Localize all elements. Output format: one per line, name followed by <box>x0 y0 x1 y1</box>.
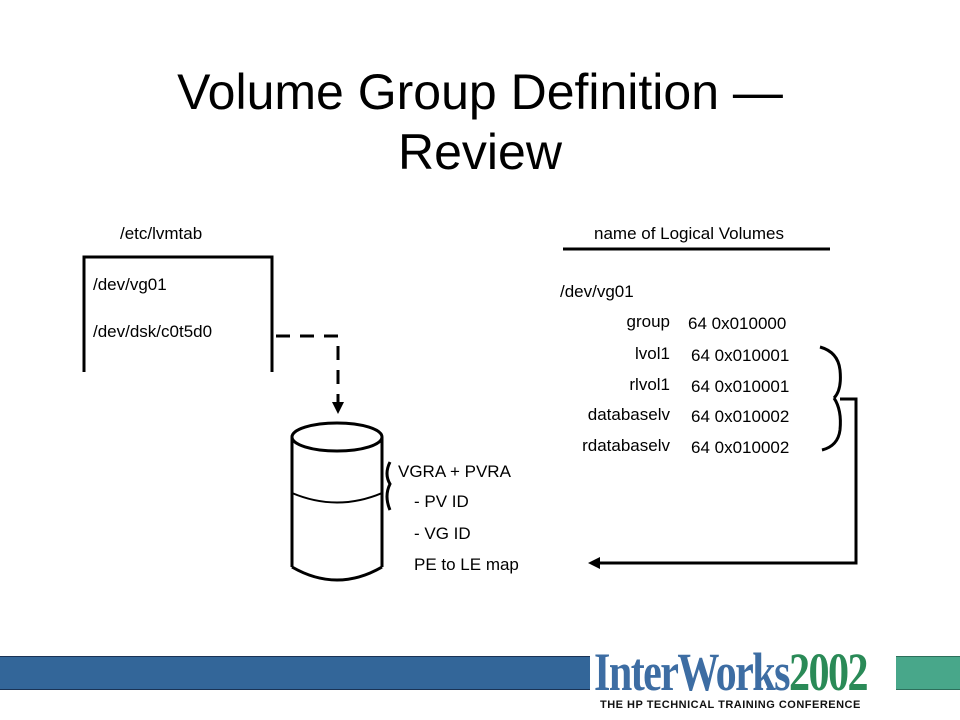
disk-item-pe-map: PE to LE map <box>414 555 519 574</box>
dashed-connector-arrow <box>276 334 344 414</box>
interworks-logo: InterWorks2002 THE HP TECHNICAL TRAINING… <box>594 643 894 715</box>
disk-item-pv-id: - PV ID <box>414 492 469 511</box>
lv-name-group: group <box>626 312 670 331</box>
lv-value-databaselv: 64 0x010002 <box>691 407 790 426</box>
disk-header: VGRA + PVRA <box>398 462 511 481</box>
disk-item-vg-id: - VG ID <box>414 524 471 543</box>
disk-brace <box>385 461 392 511</box>
return-arrow <box>588 397 858 569</box>
lv-value-rlvol1: 64 0x010001 <box>691 377 790 396</box>
lv-value-lvol1: 64 0x010001 <box>691 346 790 365</box>
lvmtab-file-outline <box>82 255 274 372</box>
logo-tagline: THE HP TECHNICAL TRAINING CONFERENCE <box>600 699 861 711</box>
lv-name-databaselv: databaselv <box>587 405 670 424</box>
lv-header: name of Logical Volumes <box>594 224 784 243</box>
logo-wordmark: InterWorks2002 <box>594 642 869 702</box>
lv-brace-lower <box>821 397 842 452</box>
lvmtab-entry-disk: /dev/dsk/c0t5d0 <box>93 322 213 341</box>
footer-accent-block <box>896 656 960 690</box>
lvmtab-label: /etc/lvmtab <box>120 224 203 243</box>
footer-bar <box>0 656 590 690</box>
lv-name-lvol1: lvol1 <box>635 344 670 363</box>
title-line-2: Review <box>398 124 562 180</box>
disk-cylinder-icon <box>290 421 384 582</box>
logo-year: 2002 <box>789 642 869 702</box>
lv-name-rdatabaselv: rdatabaselv <box>582 436 670 455</box>
slide-title: Volume Group Definition — Review <box>0 62 960 182</box>
lv-name-rlvol1: rlvol1 <box>629 375 670 394</box>
title-line-1: Volume Group Definition — <box>177 64 783 120</box>
lv-directory: /dev/vg01 <box>560 282 634 301</box>
logo-word: InterWorks <box>594 642 791 702</box>
lvmtab-entry-vg: /dev/vg01 <box>93 275 167 294</box>
lv-value-rdatabaselv: 64 0x010002 <box>691 438 790 457</box>
lv-brace-upper <box>819 345 842 400</box>
lv-value-group: 64 0x010000 <box>688 314 787 333</box>
